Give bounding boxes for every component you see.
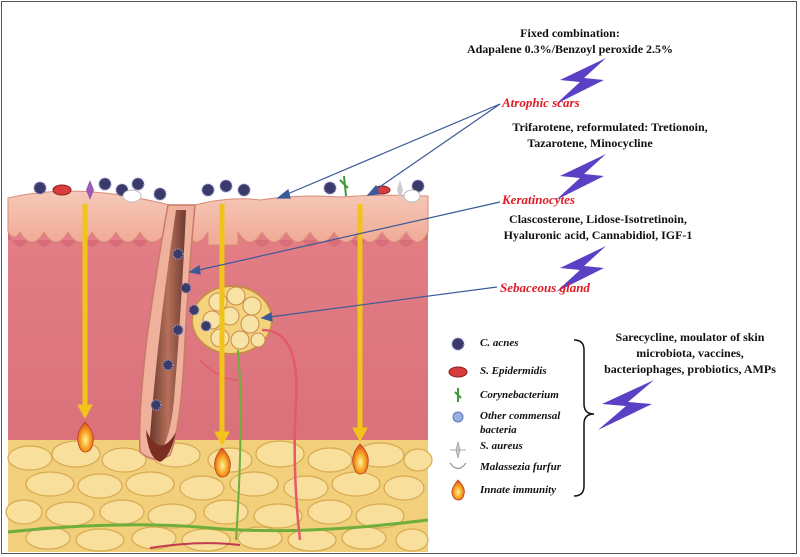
fixed-combo-title: Fixed combination: bbox=[520, 26, 620, 40]
surface-microbes bbox=[33, 175, 425, 411]
target-sebaceous-gland: Sebaceous gland bbox=[500, 280, 590, 295]
papillae-right bbox=[250, 232, 428, 247]
legend-label-s-epidermidis: S. Epidermidis bbox=[480, 365, 547, 377]
fixed-combo-drugs: Adapalene 0.3%/Benzoyl peroxide 2.5% bbox=[466, 42, 674, 56]
dermal-artery bbox=[261, 328, 302, 541]
microbiota-line3: bacteriophages, probiotics, AMPs bbox=[604, 362, 776, 376]
legend-label-other-commensal: Other commensal bbox=[480, 410, 561, 422]
scars-drugs-line2: Tazarotene, Minocycline bbox=[527, 136, 653, 150]
scars-drugs-line1: Trifarotene, reformulated: Tretionoin, bbox=[512, 120, 708, 134]
legend-label-bacteria: bacteria bbox=[480, 424, 517, 436]
lightning-bolt-1 bbox=[556, 58, 606, 104]
legend-label-malassezia: Malassezia furfur bbox=[480, 461, 561, 473]
kera-drugs-line2: Hyaluronic acid, Cannabidiol, IGF-1 bbox=[503, 228, 693, 242]
kera-drugs-line1: Clascosterone, Lidose-Isotretinoin, bbox=[509, 212, 687, 226]
c-acnes-icon bbox=[451, 337, 465, 351]
pointer-lines bbox=[188, 103, 501, 322]
corynebacterium-icon bbox=[454, 388, 462, 402]
legend-label-corynebacterium: Corynebacterium bbox=[480, 389, 559, 401]
hair-bulb bbox=[146, 430, 176, 462]
legend-brace bbox=[573, 339, 595, 497]
target-keratinocytes: Keratinocytes bbox=[502, 192, 575, 207]
vessel bbox=[7, 518, 429, 534]
innate-immunity-flames bbox=[77, 421, 369, 478]
sebaceous-gland-illustration bbox=[191, 285, 273, 355]
legend-label-innate-immunity: Innate immunity bbox=[480, 484, 557, 496]
lightning-bolt-2 bbox=[556, 154, 606, 200]
microbiota-line2: microbiota, vaccines, bbox=[636, 346, 744, 360]
legend-icons bbox=[448, 337, 468, 501]
lightning-bolt-4 bbox=[598, 380, 654, 430]
legend-label-c-acnes: C. acnes bbox=[480, 337, 519, 349]
hair-shaft bbox=[150, 210, 186, 452]
malassezia-icon bbox=[449, 462, 467, 470]
s-aureus-icon bbox=[450, 441, 466, 459]
artery bbox=[149, 542, 241, 549]
flame-icon bbox=[451, 479, 465, 501]
s-epidermidis-icon bbox=[448, 366, 468, 378]
vein bbox=[235, 349, 242, 541]
target-atrophic-scars: Atrophic scars bbox=[502, 95, 580, 110]
microbiota-line1: Sarecycline, moulator of skin bbox=[615, 330, 765, 344]
lightning-bolts bbox=[556, 58, 654, 430]
lightning-bolt-3 bbox=[556, 246, 606, 292]
immune-arrows bbox=[77, 204, 368, 447]
other-commensal-icon bbox=[452, 411, 464, 423]
epidermis bbox=[7, 190, 429, 246]
legend-label-s-aureus: S. aureus bbox=[480, 440, 523, 452]
